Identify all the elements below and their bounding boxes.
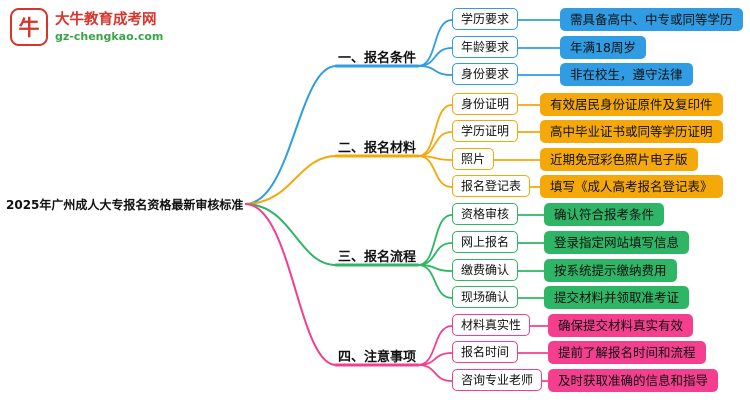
logo-site-name: 大牛教育成考网 (55, 11, 157, 28)
branch2-item1-value: 有效居民身份证原件及复印件 (540, 93, 723, 116)
branch1-item1-value: 需具备高中、中专或同等学历 (560, 8, 743, 31)
branch2-item2-label: 学历证明 (452, 120, 519, 142)
branch1-item2-value: 年满18周岁 (560, 36, 646, 59)
branch4-item3-label: 咨询专业老师 (452, 369, 543, 391)
logo-text: 大牛教育成考网 gz-chengkao.com (55, 11, 163, 44)
site-logo: 牛 大牛教育成考网 gz-chengkao.com (10, 8, 163, 46)
branch1-item1-label: 学历要求 (452, 8, 519, 30)
branch3-topic: 三、报名流程 (338, 250, 417, 265)
central-topic: 2025年广州成人大专报名资格最新审核标准 (6, 198, 244, 212)
branch3-item2-value: 登录指定网站填写信息 (544, 231, 690, 254)
branch2-topic: 二、报名材料 (338, 141, 417, 156)
branch4-topic: 四、注意事项 (338, 350, 417, 365)
logo-cow-glyph: 牛 (18, 16, 40, 40)
branch3-item1-label: 资格审核 (452, 203, 519, 225)
branch1-item2-label: 年龄要求 (452, 36, 519, 58)
branch1-item3-value: 非在校生，遵守法律 (560, 63, 693, 86)
branch4-item2-value: 提前了解报名时间和流程 (548, 341, 706, 364)
branch2-item2-value: 高中毕业证书或同等学历证明 (540, 120, 723, 143)
branch2-item4-value: 填写《成人高考报名登记表》 (540, 175, 723, 198)
logo-cow-icon: 牛 (10, 8, 48, 46)
logo-site-url: gz-chengkao.com (55, 29, 164, 43)
branch2-item1-label: 身份证明 (452, 93, 519, 115)
branch2-item3-label: 照片 (452, 148, 495, 170)
branch4-item3-value: 及时获取准确的信息和指导 (548, 369, 719, 392)
branch4-item1-label: 材料真实性 (452, 314, 531, 336)
branch3-item1-value: 确认符合报考条件 (544, 203, 665, 226)
branch3-item2-label: 网上报名 (452, 231, 519, 253)
branch1-topic: 一、报名条件 (338, 51, 417, 66)
branch2-item4-label: 报名登记表 (452, 175, 531, 197)
branch4-item1-value: 确保提交材料真实有效 (548, 314, 694, 337)
branch3-item4-label: 现场确认 (452, 286, 519, 308)
branch2-item3-value: 近期免冠彩色照片电子版 (540, 148, 698, 171)
branch3-item3-value: 按系统提示缴纳费用 (544, 259, 677, 282)
branch3-item4-value: 提交材料并领取准考证 (544, 286, 690, 309)
branch4-item2-label: 报名时间 (452, 341, 519, 363)
branch3-item3-label: 缴费确认 (452, 259, 519, 281)
branch1-item3-label: 身份要求 (452, 63, 519, 85)
